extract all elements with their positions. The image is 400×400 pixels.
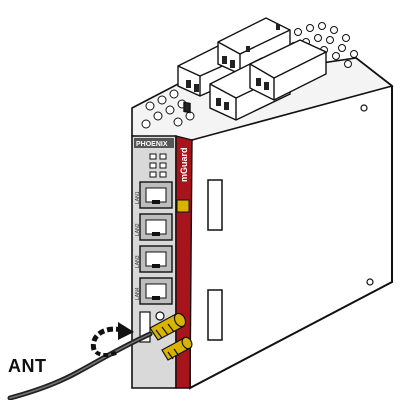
- status-leds: [149, 153, 167, 178]
- callout-arrow-icon: [90, 326, 123, 351]
- brand-text: mGuard: [179, 147, 189, 182]
- port-label-1: LAN1: [135, 191, 141, 204]
- rj45-port-1: [139, 181, 173, 209]
- side-screw: [360, 104, 368, 112]
- reset-button: [155, 311, 165, 321]
- side-screw: [366, 278, 374, 286]
- accent-block: [176, 199, 190, 213]
- terminal-screws: [186, 24, 280, 110]
- port-label-3: LAN3: [135, 255, 141, 268]
- callout-arrow-lower: [94, 350, 119, 357]
- antenna-callout-label: ANT: [8, 356, 47, 376]
- port-label-2: LAN2: [135, 223, 141, 236]
- port-label-4: LAN4: [135, 287, 141, 300]
- antenna-connector-icon: [161, 336, 193, 361]
- callout-arrowhead: [118, 322, 134, 340]
- top-label: [134, 138, 174, 148]
- side-slot: [207, 289, 223, 341]
- sim-slot: [139, 311, 151, 343]
- cable-highlight: [9, 333, 151, 399]
- rj45-port-2: [139, 213, 173, 241]
- side-slot: [207, 179, 223, 231]
- antenna-connector-icon: [149, 312, 187, 341]
- rj45-port-3: [139, 245, 173, 273]
- top-label-text: PHOENIX: [136, 141, 168, 148]
- rj45-port-4: [139, 277, 173, 305]
